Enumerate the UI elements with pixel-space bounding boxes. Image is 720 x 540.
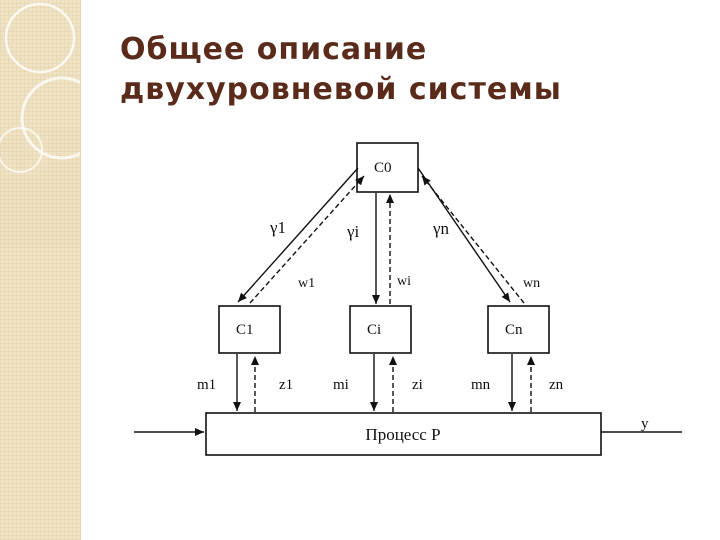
coordination-label-1: γ1 [269, 218, 286, 237]
local-node-ci: Ci [349, 305, 412, 354]
coordination-label-i: γi [346, 222, 360, 241]
feedback-label-n: wn [523, 276, 540, 291]
measurement-label-n: zn [549, 377, 564, 393]
control-label-i: mi [333, 377, 349, 393]
local-node-cn: Cn [487, 305, 550, 354]
feedback-label-i: wi [397, 274, 411, 289]
coordination-label-n: γn [432, 219, 450, 238]
local-node-c1: C1 [218, 305, 281, 354]
feedback-arrow-n [421, 175, 525, 304]
coordinator-label: C0 [374, 160, 392, 176]
feedback-arrow-1 [249, 175, 365, 304]
decorative-side-strip [0, 0, 81, 540]
local-node-label: C1 [236, 322, 254, 338]
page-title: Общее описание двухуровневой системы [120, 30, 680, 110]
coordination-arrow-1 [237, 167, 359, 303]
coordinator-node-c0: C0 [356, 142, 419, 193]
local-node-label: Ci [367, 322, 381, 338]
measurement-label-i: zi [412, 377, 423, 393]
feedback-label-1: w1 [298, 276, 315, 291]
output-label: y [641, 416, 649, 432]
process-block: Процесс P [205, 412, 602, 456]
title-line-2: двухуровневой системы [120, 72, 562, 107]
control-label-1: m1 [197, 377, 216, 393]
title-line-1: Общее описание [120, 32, 428, 67]
control-label-n: mn [471, 377, 491, 393]
decorative-circles [0, 2, 80, 173]
measurement-label-1: z1 [279, 377, 293, 393]
local-node-label: Cn [505, 322, 523, 338]
process-label: Процесс P [365, 425, 440, 444]
